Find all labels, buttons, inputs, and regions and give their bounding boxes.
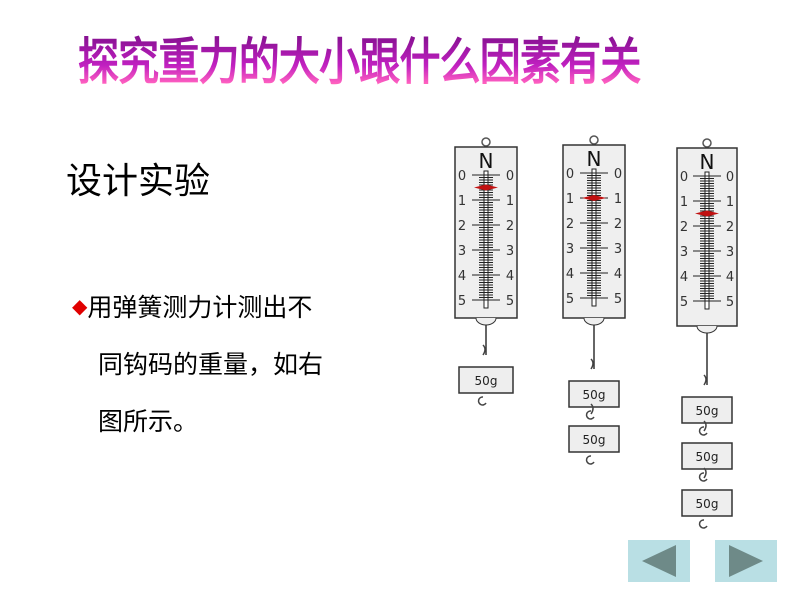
- bullet-line: 用弹簧测力计测出不: [87, 293, 313, 322]
- tick-label: 1: [680, 195, 688, 210]
- mass-block: [681, 396, 733, 424]
- hook-icon: [585, 410, 595, 420]
- tick-label: 3: [566, 242, 574, 257]
- tick-label: 5: [458, 294, 466, 309]
- hook-ring: [589, 135, 599, 145]
- tick-label: 1: [566, 192, 574, 207]
- spring-scale: N0 0 1 1 2 2 3 3 4 4 5 5 50g 50g: [562, 135, 626, 465]
- slide-title: 探究重力的大小跟什么因素有关: [78, 22, 641, 94]
- tick-label: 3: [614, 242, 622, 257]
- hook-icon: [590, 403, 594, 415]
- tick-label: 2: [726, 220, 734, 235]
- prev-button[interactable]: [628, 540, 690, 582]
- triangle-right-icon: [729, 545, 763, 577]
- hook-icon: [703, 467, 707, 479]
- tick-label: 0: [458, 169, 466, 184]
- tick-label: 5: [566, 292, 574, 307]
- mass-label: 50g: [583, 433, 606, 447]
- tick-label: 2: [680, 220, 688, 235]
- triangle-left-icon: [642, 545, 676, 577]
- tick-label: 5: [614, 292, 622, 307]
- tick-label: 4: [680, 270, 688, 285]
- tick-label: 4: [726, 270, 734, 285]
- tick-label: 2: [614, 217, 622, 232]
- unit-label: N: [587, 147, 602, 171]
- scale-bottom: [475, 317, 497, 326]
- tick-label: 1: [614, 192, 622, 207]
- tick-label: 3: [726, 245, 734, 260]
- scale-bottom: [696, 325, 718, 334]
- hook-icon: [482, 344, 486, 356]
- pointer: [582, 195, 606, 201]
- hook-icon: [698, 519, 708, 529]
- mass-label: 50g: [696, 497, 719, 511]
- unit-label: N: [479, 149, 494, 173]
- hook-icon: [698, 426, 708, 436]
- tick-label: 3: [458, 244, 466, 259]
- hook-ring: [481, 137, 491, 147]
- mass-block: [458, 366, 514, 394]
- pointer: [695, 210, 719, 217]
- bullet-line: 同钩码的重量，如右: [98, 350, 324, 379]
- tick-label: 2: [458, 219, 466, 234]
- slide-subtitle: 设计实验: [66, 161, 211, 202]
- pointer: [474, 184, 498, 191]
- tick-label: 4: [458, 269, 466, 284]
- tick-label: 5: [506, 294, 514, 309]
- unit-label: N: [700, 150, 715, 174]
- hook-icon: [585, 455, 595, 465]
- tick-label: 0: [726, 170, 734, 185]
- mass-label: 50g: [583, 388, 606, 402]
- tick-label: 2: [566, 217, 574, 232]
- hook-ring: [702, 138, 712, 148]
- spring-scale: N0 0 1 1 2 2 3 3 4 4 5 5 50g: [454, 137, 518, 406]
- mass-label: 50g: [475, 374, 498, 388]
- hook-icon: [703, 374, 707, 386]
- tick-label: 4: [614, 267, 622, 282]
- bullet-line: 图所示。: [98, 407, 199, 436]
- tick-label: 1: [726, 195, 734, 210]
- hook-icon: [590, 358, 594, 370]
- tick-label: 3: [506, 244, 514, 259]
- mass-block: [681, 489, 733, 517]
- tick-label: 2: [506, 219, 514, 234]
- tick-label: 1: [506, 194, 514, 209]
- tick-label: 0: [566, 167, 574, 182]
- tick-label: 1: [458, 194, 466, 209]
- tick-label: 5: [680, 295, 688, 310]
- bullet-text: ◆用弹簧测力计测出不 同钩码的重量，如右 图所示。: [72, 278, 392, 450]
- diamond-bullet-icon: ◆: [72, 294, 88, 318]
- tick-label: 0: [506, 169, 514, 184]
- hook-icon: [703, 420, 707, 432]
- mass-label: 50g: [696, 404, 719, 418]
- scale-bottom: [583, 317, 605, 326]
- hook-icon: [698, 472, 708, 482]
- spring-scale: N0 0 1 1 2 2 3 3 4 4 5 5 50g 50g 50g: [676, 138, 738, 529]
- mass-label: 50g: [696, 450, 719, 464]
- tick-label: 0: [614, 167, 622, 182]
- mass-block: [568, 380, 620, 408]
- next-button[interactable]: [715, 540, 777, 582]
- tick-label: 5: [726, 295, 734, 310]
- tick-label: 4: [506, 269, 514, 284]
- tick-label: 4: [566, 267, 574, 282]
- mass-block: [568, 425, 620, 453]
- mass-block: [681, 442, 733, 470]
- hook-icon: [477, 396, 487, 406]
- tick-label: 3: [680, 245, 688, 260]
- tick-label: 0: [680, 170, 688, 185]
